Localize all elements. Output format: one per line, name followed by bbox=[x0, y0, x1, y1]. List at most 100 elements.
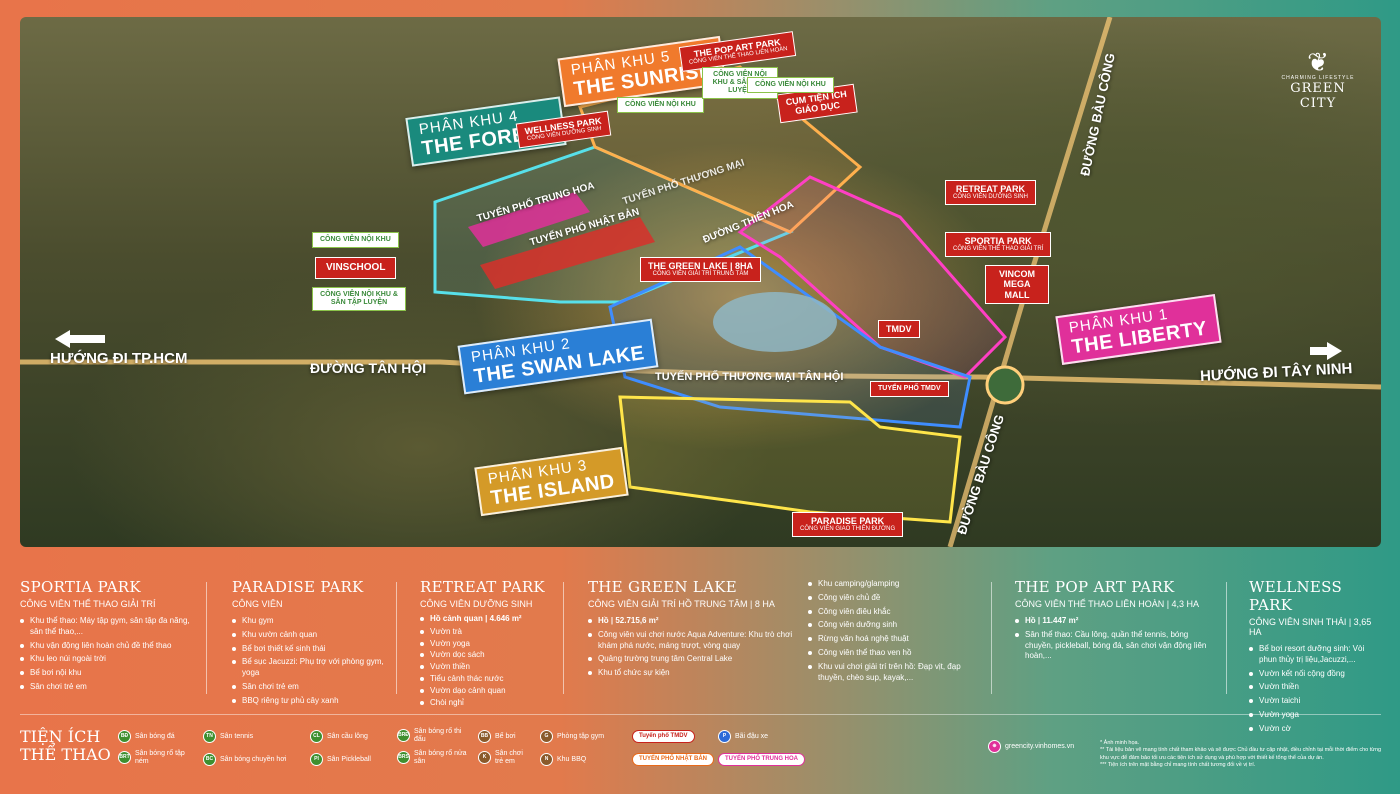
logo-brand: GREEN CITY bbox=[1290, 81, 1346, 111]
tag-sportia-park: SPORTIA PARK CÔNG VIÊN THỂ THAO GIẢI TRÍ bbox=[945, 232, 1052, 258]
tag-cong-vien-noi-khu-2: CÔNG VIÊN NỘI KHU & SÂN TẬP LUYỆN bbox=[312, 287, 406, 312]
list-item: Vườn kết nối cộng đồng bbox=[1249, 669, 1384, 680]
tag-vinschool-title: VINSCHOOL bbox=[326, 262, 386, 273]
tag-cvnk4-text: CÔNG VIÊN NỘI KHU & SÂN TẬP LUYỆN bbox=[712, 71, 768, 95]
list-item: Khu vận động liên hoàn chủ đề thể thao bbox=[20, 641, 200, 652]
col-pop-art: THE POP ART PARK CÔNG VIÊN THỂ THAO LIÊN… bbox=[1015, 578, 1215, 665]
divider bbox=[991, 582, 992, 694]
legend-item: G Phòng tập gym bbox=[540, 730, 604, 743]
tag-cong-vien-noi-khu-1: CÔNG VIÊN NỘI KHU bbox=[312, 232, 399, 249]
road-tuyen-pho-thuong-mai: TUYẾN PHỐ THƯƠNG MẠI TÂN HỘI bbox=[655, 371, 844, 383]
divider bbox=[1226, 582, 1227, 694]
footnote: ** Tài liệu bản vẽ mang tính chất tham k… bbox=[1100, 747, 1382, 761]
legend-title-line2: THỂ THAO bbox=[20, 745, 111, 765]
legend-code: TN bbox=[203, 730, 216, 743]
col-green-lake: THE GREEN LAKE CÔNG VIÊN GIẢI TRÍ HỒ TRU… bbox=[588, 578, 803, 682]
tag-sportia-title: SPORTIA PARK bbox=[964, 236, 1032, 246]
list-item: Vườn dọc sách bbox=[420, 650, 560, 661]
tag-tmdv: TMDV bbox=[878, 320, 920, 339]
tag-green-lake-sub: CÔNG VIÊN GIẢI TRÍ TRUNG TÂM bbox=[652, 271, 749, 278]
col-sportia: SPORTIA PARK CÔNG VIÊN THỂ THAO GIẢI TRÍ… bbox=[20, 578, 200, 696]
tag-cvnk1-text: CÔNG VIÊN NỘI KHU bbox=[320, 236, 391, 243]
list-item: Vườn trà bbox=[420, 627, 560, 638]
road-tan-hoi: ĐƯỜNG TÂN HỘI bbox=[310, 360, 427, 376]
tag-cong-vien-noi-khu-5: CÔNG VIÊN NỘI KHU bbox=[747, 77, 834, 94]
legend-code: N bbox=[540, 753, 553, 766]
list-item: Vườn dạo cảnh quan bbox=[420, 686, 560, 697]
tag-retreat-park: RETREAT PARK CÔNG VIÊN DƯỠNG SINH bbox=[945, 180, 1036, 206]
list-item: Công viên dưỡng sinh bbox=[808, 620, 988, 631]
tag-cvnk3-text: CÔNG VIÊN NỘI KHU bbox=[625, 101, 696, 108]
list-item: Bể bơi thiết kế sinh thái bbox=[232, 644, 392, 655]
tag-retreat-title: RETREAT PARK bbox=[955, 184, 1026, 194]
divider bbox=[396, 582, 397, 694]
tag-sportia-sub: CÔNG VIÊN THỂ THAO GIẢI TRÍ bbox=[953, 246, 1044, 253]
tag-vincom: VINCOM MEGA MALL bbox=[985, 265, 1049, 305]
legend-code: BRT bbox=[118, 751, 131, 765]
list-item: Quảng trường trung tâm Central Lake bbox=[588, 654, 803, 665]
list-item: BBQ riêng tư phủ cây xanh bbox=[232, 696, 392, 707]
website-link[interactable]: ⊕ greencity.vinhomes.vn bbox=[988, 740, 1074, 753]
legend-pill-nhat-ban: TUYẾN PHỐ NHẬT BẢN bbox=[632, 753, 715, 766]
divider bbox=[206, 582, 207, 694]
tag-cvnk2-text: CÔNG VIÊN NỘI KHU & SÂN TẬP LUYỆN bbox=[320, 291, 398, 307]
footnote: *** Tiện ích trên mặt bằng chỉ mang tính… bbox=[1100, 762, 1256, 769]
pill-nhat-ban: TUYẾN PHỐ NHẬT BẢN bbox=[632, 753, 715, 766]
col-paradise-title: PARADISE PARK bbox=[232, 578, 364, 596]
legend-label: Bể bơi bbox=[495, 732, 516, 740]
col-paradise: PARADISE PARK CÔNG VIÊN Khu gym Khu vườn… bbox=[232, 578, 392, 710]
list-item: Hồ | 11.447 m² bbox=[1015, 616, 1215, 627]
footnote: * Ảnh minh họa. bbox=[1100, 740, 1140, 746]
list-item: Khu vườn cảnh quan bbox=[232, 630, 392, 641]
legend-label: Sân bóng chuyền hơi bbox=[220, 755, 287, 763]
list-item: Sân thể thao: Cầu lông, quần thể tennis,… bbox=[1015, 630, 1215, 662]
legend-code: K bbox=[478, 751, 491, 765]
globe-icon: ⊕ bbox=[988, 740, 1001, 753]
tag-paradise-sub: CÔNG VIÊN GIAO THIÊN ĐƯỜNG bbox=[800, 526, 896, 533]
col-sportia-sub: CÔNG VIÊN THỂ THAO GIẢI TRÍ bbox=[20, 599, 156, 609]
pill-tmdv: Tuyến phố TMDV bbox=[632, 730, 695, 743]
col-green-lake-title: THE GREEN LAKE bbox=[588, 578, 738, 596]
list-item: Vườn taichi bbox=[1249, 696, 1384, 707]
road-hcm: HƯỚNG ĐI TP.HCM bbox=[50, 350, 188, 367]
legend-item: BRS Sân bóng rổ nửa sân bbox=[397, 750, 467, 765]
list-item: Công viên vui chơi nước Aqua Adventure: … bbox=[588, 630, 803, 652]
list-item: Công viên chủ đề bbox=[808, 593, 988, 604]
website-text: greencity.vinhomes.vn bbox=[1005, 742, 1075, 750]
legend-label: Sân chơi trẻ em bbox=[495, 750, 523, 765]
legend-title: TIỆN ÍCH THỂ THAO bbox=[20, 727, 111, 765]
tag-cvnk5-text: CÔNG VIÊN NỘI KHU bbox=[755, 81, 826, 88]
legend-code: BĐ bbox=[118, 730, 131, 743]
list-item: Vườn thiền bbox=[1249, 682, 1384, 693]
legend-label: Sân bóng rổ tập ném bbox=[135, 750, 185, 765]
legend-code: PI bbox=[310, 753, 323, 766]
map-overlay bbox=[20, 17, 1381, 547]
logo-tagline: CHARMING LIFESTYLE bbox=[1281, 75, 1355, 81]
list-item: Công viên điêu khắc bbox=[808, 607, 988, 618]
col-retreat-sub: CÔNG VIÊN DƯỠNG SINH bbox=[420, 599, 533, 609]
list-item: Hồ cảnh quan | 4.646 m² bbox=[420, 614, 560, 625]
legend-code: G bbox=[540, 730, 553, 743]
legend-title-line1: TIỆN ÍCH bbox=[20, 727, 101, 746]
tag-tmdv-title: TMDV bbox=[886, 324, 912, 334]
list-item: Khu thể thao: Máy tập gym, sân tập đa nă… bbox=[20, 616, 200, 638]
green-city-logo: ❦ CHARMING LIFESTYLE GREEN CITY bbox=[1273, 49, 1363, 111]
tag-vinschool: VINSCHOOL bbox=[315, 257, 397, 279]
list-item: Hồ | 52.715,6 m² bbox=[588, 616, 803, 627]
legend-item: K Sân chơi trẻ em bbox=[478, 750, 533, 765]
list-item: Chòi nghỉ bbox=[420, 698, 560, 709]
legend-label: Sân bóng rổ nửa sân bbox=[414, 750, 467, 765]
legend-code: BRĐ bbox=[397, 729, 410, 743]
legend-code: BRS bbox=[397, 751, 410, 765]
tag-green-lake-title: THE GREEN LAKE | 8HA bbox=[648, 261, 754, 271]
legend-label: Phòng tập gym bbox=[557, 732, 605, 740]
col-sportia-title: SPORTIA PARK bbox=[20, 578, 141, 596]
list-item: Bể bơi nội khu bbox=[20, 668, 200, 679]
tag-green-lake: THE GREEN LAKE | 8HA CÔNG VIÊN GIẢI TRÍ … bbox=[640, 257, 762, 283]
list-item: Khu tổ chức sự kiện bbox=[588, 668, 803, 679]
